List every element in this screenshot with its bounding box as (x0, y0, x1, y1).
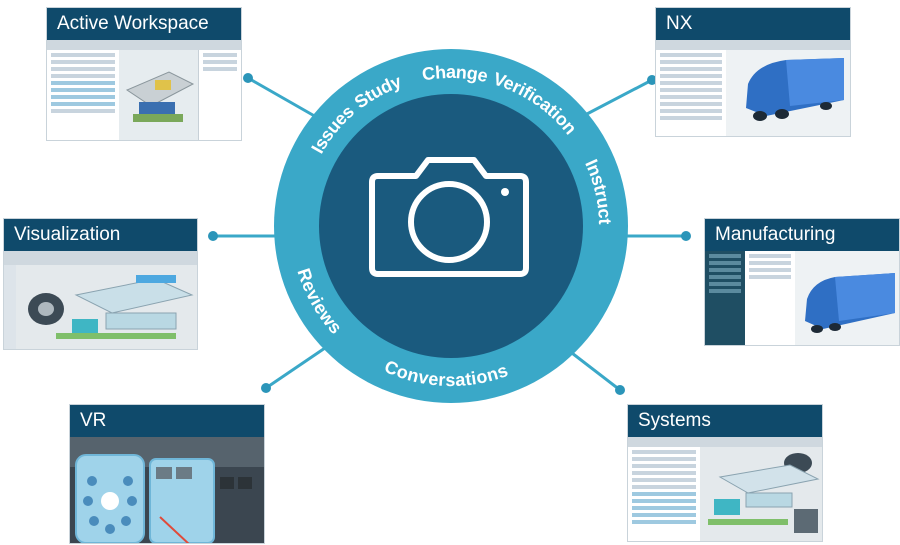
assembly-view (700, 447, 822, 541)
nx-screenshot (656, 40, 850, 136)
panel-nx[interactable]: NX (655, 7, 851, 137)
truck-model (795, 251, 899, 345)
panel-title: VR (70, 405, 264, 437)
panel-title: Systems (628, 405, 822, 437)
toolbar (4, 251, 197, 266)
panel-visualization[interactable]: Visualization (3, 218, 198, 350)
connector-systems (567, 348, 621, 392)
panel-active-workspace[interactable]: Active Workspace (46, 7, 242, 141)
process-tree (745, 251, 796, 345)
3d-viewport (119, 50, 199, 140)
panel-title: NX (656, 8, 850, 40)
3d-viewport (726, 50, 850, 136)
properties-pane (198, 50, 241, 140)
panel-title: Manufacturing (705, 219, 899, 251)
connector-dot-vr (261, 383, 271, 393)
connector-dot-visualization (208, 231, 218, 241)
assembly-view (16, 265, 197, 349)
connector-vr (265, 346, 326, 390)
panel-vr[interactable]: VR (69, 404, 265, 544)
connector-active-workspace (247, 76, 319, 120)
connector-dot-systems (615, 385, 625, 395)
manufacturing-screenshot (705, 251, 899, 345)
panel-systems[interactable]: Systems (627, 404, 823, 542)
inner-disc (319, 94, 583, 358)
visualization-screenshot (4, 251, 197, 349)
camera-icon (369, 157, 529, 277)
connector-dot-active-workspace (243, 73, 253, 83)
vr-scene (70, 437, 264, 543)
systems-screenshot (628, 437, 822, 541)
model-preview (119, 50, 199, 140)
system-tree (628, 447, 701, 541)
active-workspace-screenshot (47, 40, 241, 140)
panel-manufacturing[interactable]: Manufacturing (704, 218, 900, 346)
truck-model (726, 50, 850, 136)
connector-nx (584, 78, 653, 117)
panel-title: Active Workspace (47, 8, 241, 40)
connector-dot-nx (647, 75, 657, 85)
connector-dot-manufacturing (681, 231, 691, 241)
navigation-rail (705, 251, 745, 345)
panel-title: Visualization (4, 219, 197, 251)
part-navigator (656, 50, 727, 136)
structure-tree (47, 50, 120, 140)
